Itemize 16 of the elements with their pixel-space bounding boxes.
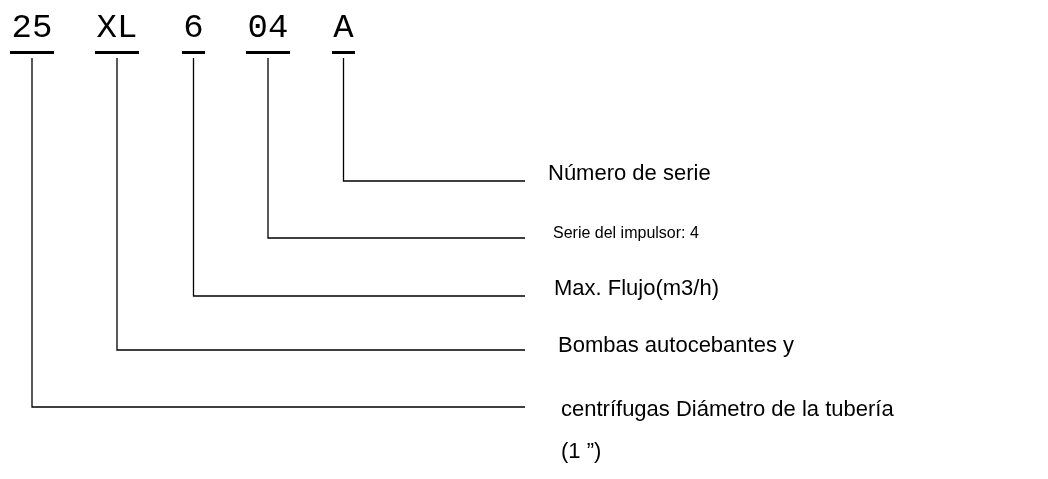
description-text: Serie del impulsor: 4 (553, 223, 699, 243)
description-text: centrífugas Diámetro de la tubería (561, 395, 894, 423)
code-segment: 04 (246, 8, 290, 54)
code-segment: 6 (182, 8, 205, 54)
description-text: Max. Flujo(m3/h) (554, 274, 720, 302)
leader-line (192, 57, 526, 297)
description-text: Bombas autocebantes y (558, 331, 795, 359)
leader-line (267, 57, 526, 239)
leader-line (116, 57, 526, 351)
code-segment: XL (95, 8, 139, 54)
leader-line (31, 57, 526, 408)
description-text: Número de serie (548, 159, 711, 187)
code-segment: A (332, 8, 355, 54)
code-segment: 25 (10, 8, 54, 54)
description-text: (1 ”) (561, 437, 603, 465)
leader-line (342, 57, 526, 182)
